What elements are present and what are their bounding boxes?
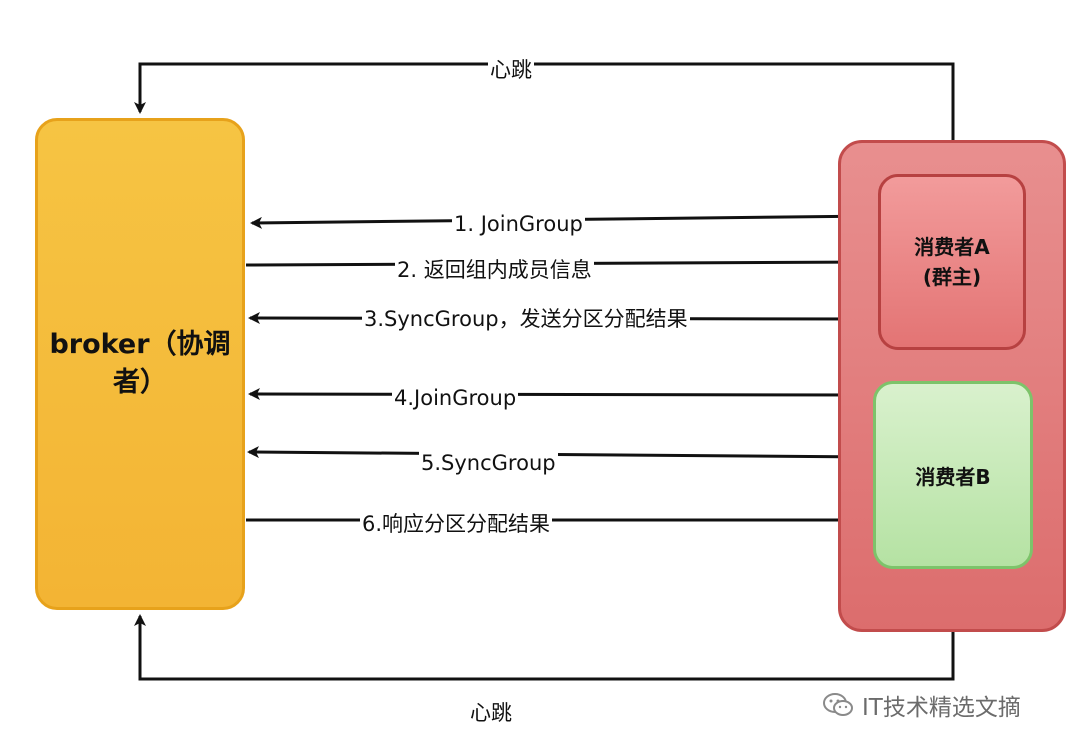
- sync-group-a-label: 3.SyncGroup，发送分区分配结果: [362, 306, 690, 332]
- broker-label: broker（协调者）: [49, 329, 231, 398]
- join-group-b-label: 4.JoinGroup: [392, 385, 519, 411]
- join-group-a-label: 1. JoinGroup: [452, 211, 585, 237]
- consumer-b-box: 消费者B: [873, 381, 1033, 569]
- heartbeat-bottom-label: 心跳: [468, 700, 514, 726]
- heartbeat-bottom-line: [134, 569, 955, 681]
- consumer-b-label: 消费者B: [915, 464, 991, 489]
- heartbeat-top-line: [134, 62, 955, 172]
- consumer-a-role: (群主): [922, 265, 982, 289]
- heartbeat-top-label: 心跳: [488, 57, 534, 83]
- wechat-icon: [822, 692, 856, 718]
- assign-response-label: 6.响应分区分配结果: [360, 511, 553, 537]
- sync-group-b-label: 5.SyncGroup: [419, 450, 558, 476]
- consumer-a-box: 消费者A (群主): [878, 174, 1026, 350]
- watermark-text: IT技术精选文摘: [862, 695, 1021, 721]
- consumer-a-label: 消费者A: [914, 235, 990, 259]
- sync-group-b-line: [247, 446, 874, 459]
- watermark: IT技术精选文摘: [818, 686, 1025, 724]
- member-info-label: 2. 返回组内成员信息: [395, 257, 594, 283]
- join-group-b-line: [248, 388, 874, 401]
- broker-box: broker（协调者）: [35, 118, 245, 610]
